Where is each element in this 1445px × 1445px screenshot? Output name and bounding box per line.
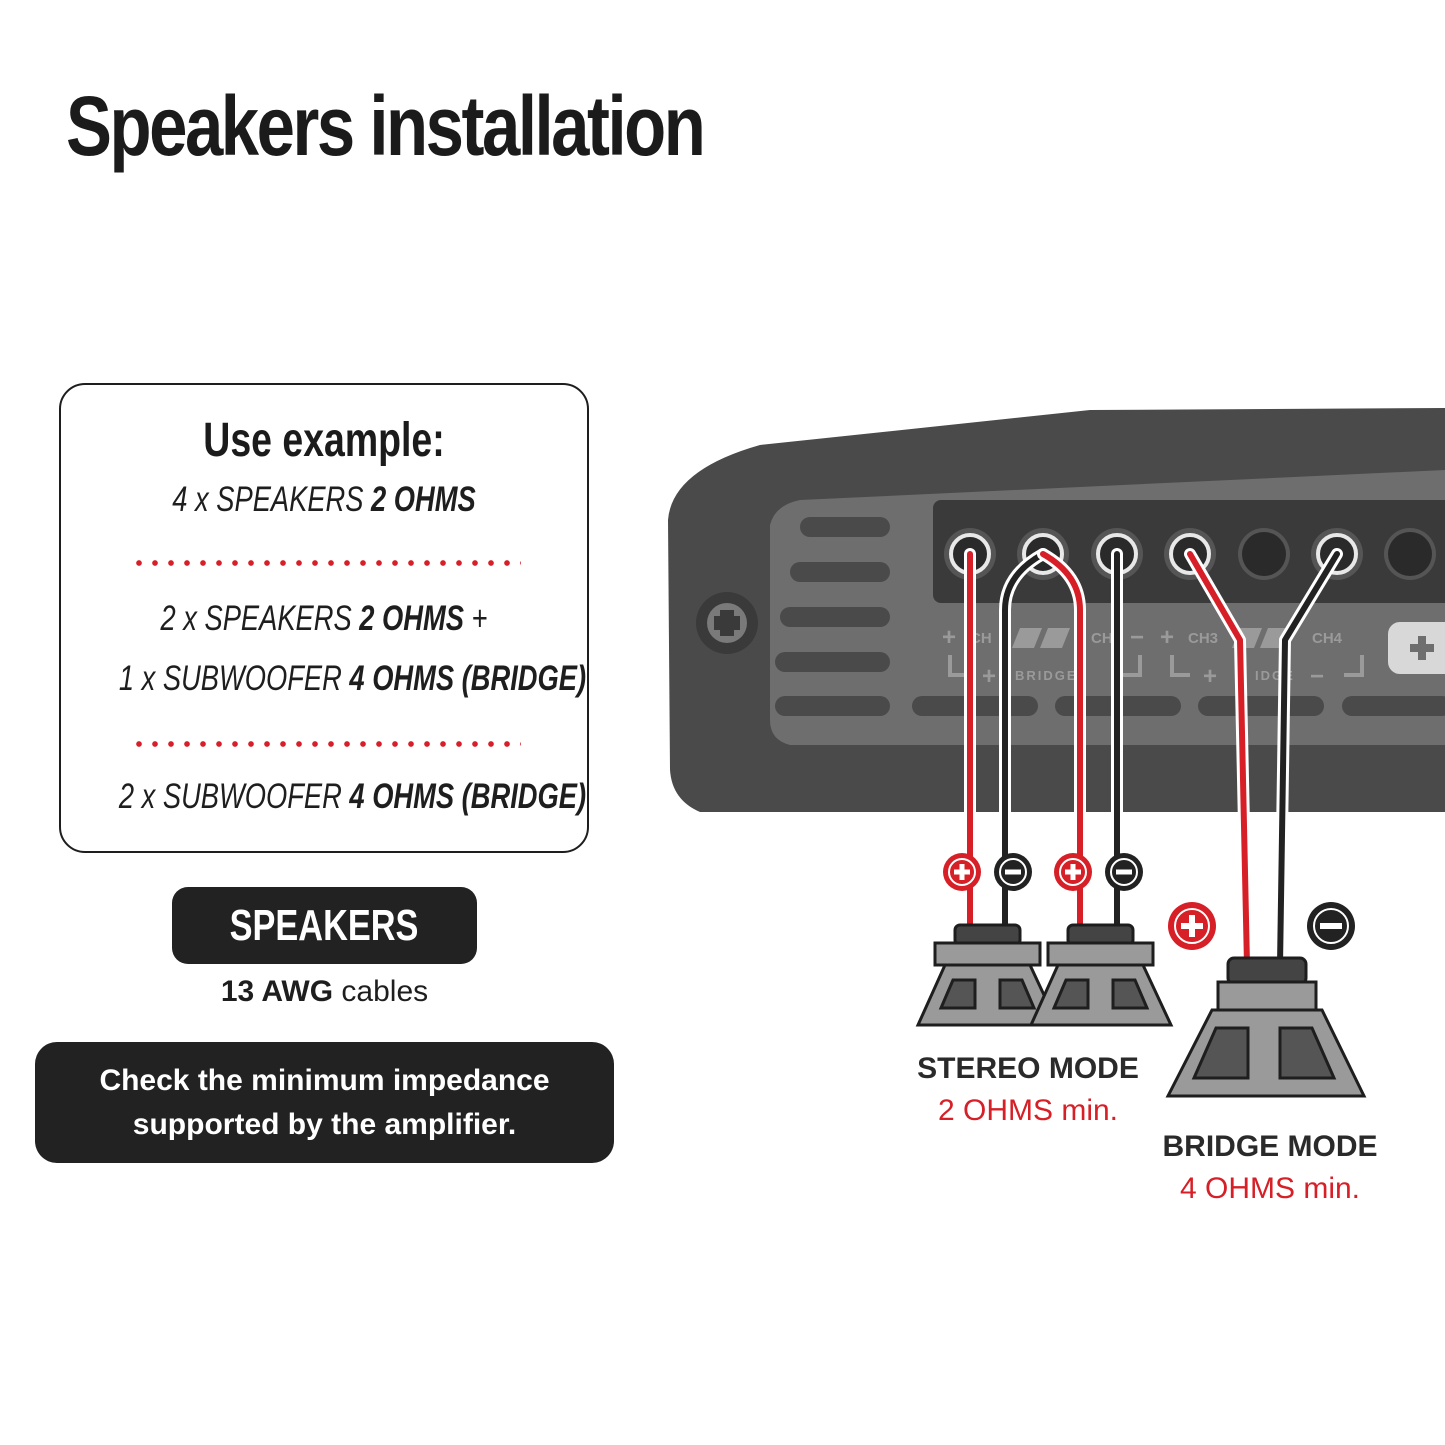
bridge-mode-label: BRIDGE MODE 4 OHMS min. — [1162, 1130, 1378, 1205]
svg-text:CH3: CH3 — [1188, 630, 1218, 647]
speakers-badge: SPEAKERS — [172, 887, 477, 964]
subwoofer-icon — [1165, 956, 1367, 1098]
warning-line-2: supported by the amplifier. — [132, 1107, 517, 1141]
minus-icon — [1307, 902, 1355, 950]
cable-gauge-note: 13 AWG cables — [220, 975, 429, 1008]
example-option-1: 4 x SPEAKERS 2 OHMS — [172, 480, 476, 519]
example-option-2-line-1: 2 x SPEAKERS 2 OHMS + — [160, 599, 488, 638]
svg-text:+: + — [1203, 663, 1217, 690]
power-terminal-icon — [1388, 622, 1445, 674]
minus-icon — [994, 853, 1032, 891]
example-option-2-line-2: 1 x SUBWOOFER 4 OHMS (BRIDGE) — [118, 659, 587, 698]
use-example-panel: Use example: 4 x SPEAKERS 2 OHMS 2 x SPE… — [59, 383, 589, 853]
svg-text:CH: CH — [1091, 630, 1113, 647]
svg-text:BRIDGE: BRIDGE — [1015, 668, 1078, 683]
screw-icon — [696, 592, 758, 654]
svg-text:CH4: CH4 — [1312, 630, 1343, 647]
speaker-icon — [915, 923, 1061, 1027]
impedance-warning: Check the minimum impedance supported by… — [35, 1042, 614, 1163]
dotted-divider — [131, 741, 521, 747]
warning-line-1: Check the minimum impedance — [99, 1063, 550, 1097]
channel-markings: + CH CH − + CH3 CH4 BRIDGE IDGE + + − — [942, 624, 1364, 690]
use-example-heading: Use example: — [203, 414, 445, 467]
page-title: Speakers installation — [66, 79, 706, 173]
plus-icon — [1054, 853, 1092, 891]
speaker-icon — [1028, 923, 1174, 1027]
svg-text:−: − — [1130, 624, 1144, 651]
dotted-divider — [131, 560, 521, 566]
example-option-3: 2 x SUBWOOFER 4 OHMS (BRIDGE) — [118, 777, 587, 816]
svg-text:+: + — [982, 663, 996, 690]
svg-text:−: − — [1310, 663, 1324, 690]
stereo-mode-label: STEREO MODE 2 OHMS min. — [917, 1052, 1139, 1127]
minus-icon — [1105, 853, 1143, 891]
plus-icon — [1168, 902, 1216, 950]
plus-icon — [943, 853, 981, 891]
svg-text:+: + — [942, 624, 956, 651]
svg-text:+: + — [1160, 624, 1174, 651]
